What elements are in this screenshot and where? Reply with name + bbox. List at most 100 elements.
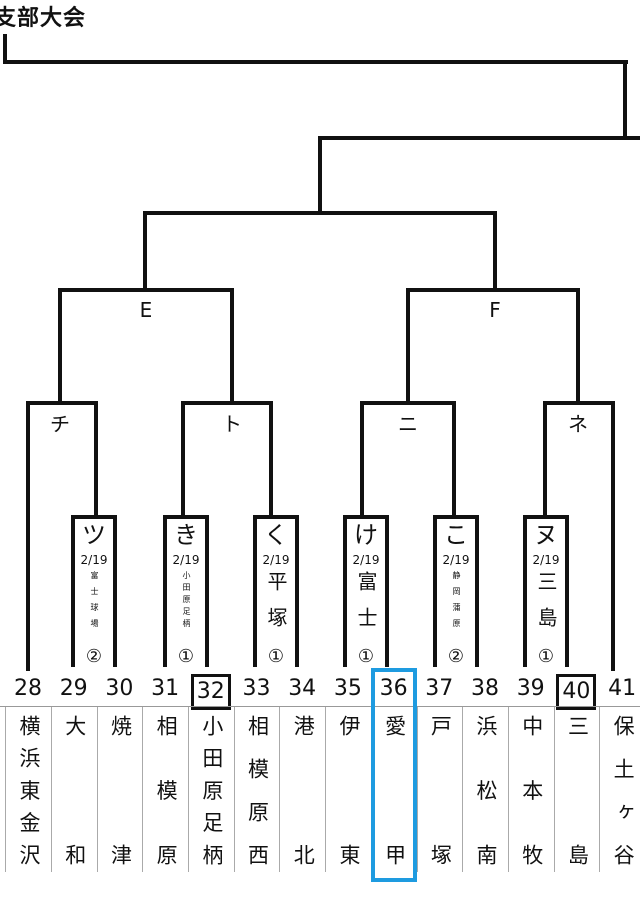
bracket-line <box>406 288 580 292</box>
team-cell[interactable]: 中本牧 <box>507 707 554 872</box>
round-label: ネ <box>568 412 588 436</box>
match-key: き <box>174 521 198 549</box>
court-number: ② <box>85 646 103 667</box>
bracket-line <box>611 401 615 671</box>
team-number: 32 <box>190 674 231 710</box>
match-venue: 静岡蒲原 <box>452 571 461 627</box>
team-cell[interactable]: 保土ヶ谷 <box>599 707 640 872</box>
bracket-line <box>406 288 410 404</box>
bracket-line <box>543 401 547 517</box>
court-number: ② <box>447 646 465 667</box>
team-name: 浜松南 <box>474 715 499 865</box>
match-venue: 富士球場 <box>90 571 99 627</box>
team-number: 38 <box>471 676 499 701</box>
match-key: こ <box>444 521 468 549</box>
team-table: 横浜東金沢大和焼津相模原小田原足柄相模原西港北伊東愛甲戸塚浜松南中本牧三島保土ヶ… <box>0 706 640 877</box>
team-name: 三島 <box>565 715 590 865</box>
match-key: ヌ <box>534 521 558 549</box>
team-name: 伊東 <box>336 715 361 865</box>
team-cell[interactable]: 三島 <box>553 707 600 872</box>
bracket-line <box>623 60 627 140</box>
match-box: ヌ 2/19 三島 ① <box>523 515 569 667</box>
match-date: 2/19 <box>442 553 470 567</box>
match-box: こ 2/19 静岡蒲原 ② <box>433 515 479 667</box>
team-name: 保土ヶ谷 <box>611 715 636 865</box>
team-number: 31 <box>151 676 180 701</box>
bracket-line <box>3 34 7 64</box>
team-name: 相模原西 <box>245 715 270 865</box>
match-venue: 三島 <box>534 571 558 627</box>
match-venue: 平塚 <box>264 571 288 627</box>
team-name: 焼津 <box>108 715 133 865</box>
team-number: 41 <box>608 676 637 701</box>
match-box: き 2/19 小田原足柄 ① <box>163 515 209 667</box>
match-date: 2/19 <box>172 553 200 567</box>
bracket-line <box>493 211 497 291</box>
court-number: ① <box>537 646 555 667</box>
team-name: 愛甲 <box>382 715 407 865</box>
team-number: 28 <box>14 676 42 701</box>
match-box: ツ 2/19 富士球場 ② <box>71 515 117 667</box>
bracket-line <box>181 401 273 405</box>
team-cell[interactable]: 横浜東金沢 <box>5 707 51 872</box>
match-date: 2/19 <box>262 553 290 567</box>
team-name: 小田原足柄 <box>199 715 224 865</box>
team-cell[interactable]: 浜松南 <box>462 707 508 872</box>
team-number: 39 <box>516 676 545 701</box>
bracket-line <box>26 401 30 671</box>
match-date: 2/19 <box>532 553 560 567</box>
match-key: け <box>354 521 378 549</box>
court-number: ① <box>177 646 195 667</box>
team-cell[interactable]: 大和 <box>50 707 97 872</box>
round-label: チ <box>50 412 70 436</box>
bracket-line <box>576 288 580 404</box>
team-cell[interactable]: 相模原西 <box>233 707 280 872</box>
bracket-line <box>318 136 322 214</box>
match-venue: 小田原足柄 <box>182 571 191 627</box>
team-cell[interactable]: 小田原足柄 <box>188 707 234 872</box>
match-box: く 2/19 平塚 ① <box>253 515 299 667</box>
bracket-line <box>230 288 234 404</box>
team-number: 40 <box>556 674 597 710</box>
team-name: 横浜東金沢 <box>17 715 42 865</box>
round-label: ニ <box>398 412 418 436</box>
team-cell[interactable]: 戸塚 <box>416 707 463 872</box>
block-label-f: F <box>489 298 501 322</box>
bracket-line <box>452 401 456 517</box>
bracket-line <box>181 401 185 517</box>
match-key: く <box>264 521 288 549</box>
team-name: 中本牧 <box>519 715 544 865</box>
round-label: ト <box>222 412 242 436</box>
bracket-line <box>543 401 615 405</box>
bracket-line <box>360 401 364 517</box>
bracket-line <box>58 288 62 404</box>
team-number: 37 <box>425 676 454 701</box>
court-number: ① <box>267 646 285 667</box>
tournament-title: 支部大会 <box>0 6 87 31</box>
bracket-line <box>318 136 640 140</box>
block-label-e: E <box>139 298 153 322</box>
team-number: 30 <box>105 676 134 701</box>
bracket-line <box>26 401 98 405</box>
team-cell[interactable]: 港北 <box>279 707 325 872</box>
team-number: 29 <box>59 676 88 701</box>
team-number: 33 <box>242 676 271 701</box>
team-name: 大和 <box>62 715 87 865</box>
bracket-line <box>360 401 456 405</box>
bracket-line <box>143 211 497 215</box>
bracket-line <box>269 401 273 517</box>
bracket-line <box>143 211 147 291</box>
team-cell[interactable]: 伊東 <box>325 707 371 872</box>
team-cell[interactable]: 相模原 <box>142 707 188 872</box>
bracket-line <box>94 401 98 517</box>
team-name: 港北 <box>291 715 316 865</box>
selected-team-highlight <box>370 668 417 882</box>
team-number: 35 <box>333 676 362 701</box>
match-date: 2/19 <box>352 553 380 567</box>
team-cell[interactable]: 焼津 <box>96 707 143 872</box>
team-name: 相模原 <box>154 715 179 865</box>
match-date: 2/19 <box>80 553 108 567</box>
match-key: ツ <box>82 521 106 549</box>
match-venue: 富士 <box>354 571 378 627</box>
